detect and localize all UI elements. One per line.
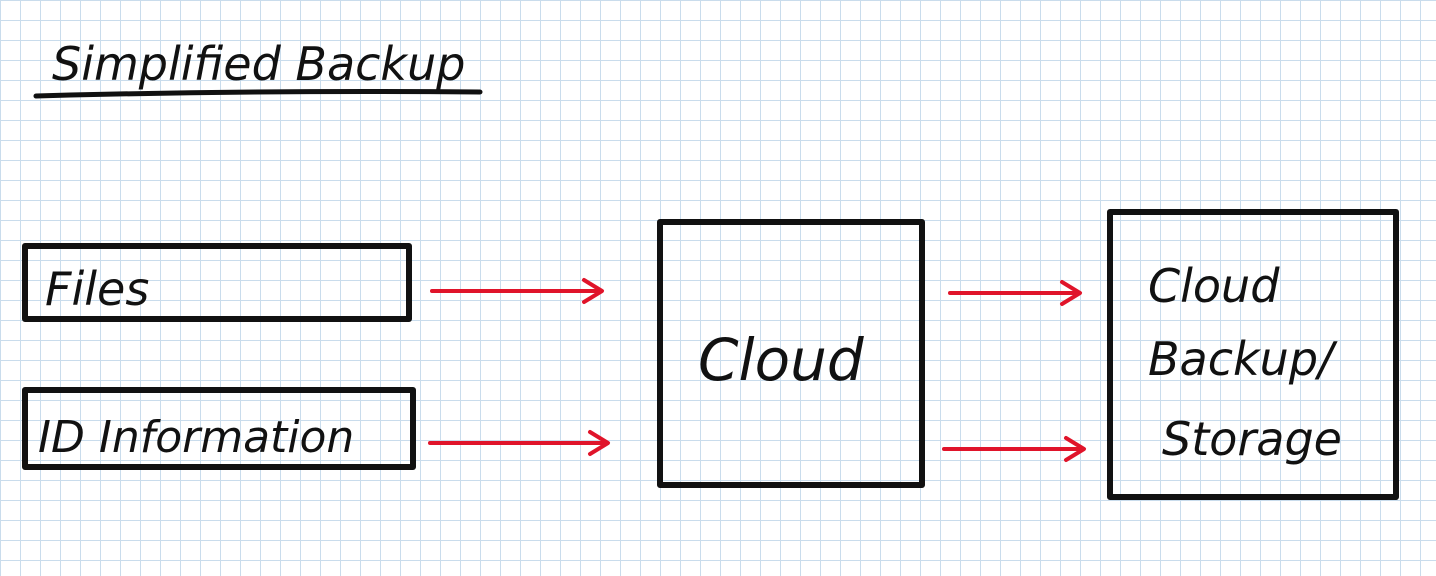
cloud-backup-label-line-3: Storage xyxy=(1162,412,1342,466)
arrow-id-information-to-cloud xyxy=(428,430,610,456)
id-information-label: ID Information xyxy=(38,412,354,463)
arrow-cloud-to-backup-bottom xyxy=(942,436,1086,462)
id-information-box xyxy=(22,387,416,470)
diagram-title: Simplified Backup xyxy=(52,37,465,91)
cloud-box xyxy=(657,219,925,488)
title-underline xyxy=(33,89,483,99)
files-box xyxy=(22,243,412,322)
cloud-node: Cloud xyxy=(657,219,925,488)
id-information-node: ID Information xyxy=(22,387,416,470)
arrow-cloud-to-backup-top xyxy=(948,280,1082,306)
arrow-files-to-cloud xyxy=(430,278,604,304)
cloud-backup-node: Cloud Backup/ Storage xyxy=(1107,209,1399,500)
files-node: Files xyxy=(22,243,412,322)
cloud-backup-label-line-1: Cloud xyxy=(1148,259,1280,313)
cloud-label: Cloud xyxy=(698,326,865,394)
cloud-backup-label-line-2: Backup/ xyxy=(1148,332,1338,386)
files-label: Files xyxy=(45,262,149,316)
cloud-backup-box xyxy=(1107,209,1399,500)
